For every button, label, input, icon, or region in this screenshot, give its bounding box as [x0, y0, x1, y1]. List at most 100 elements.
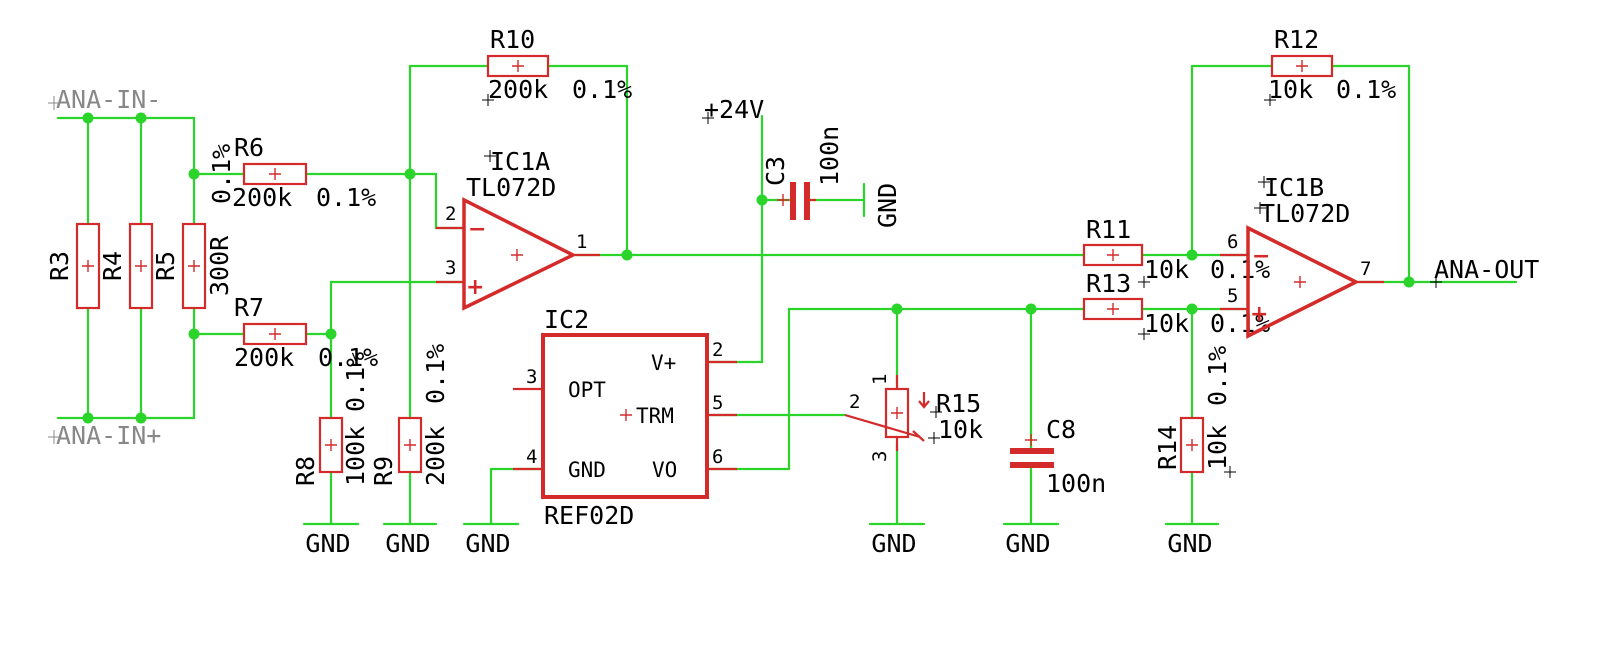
net-label-ana-in-plus: ANA-IN+ — [56, 421, 161, 450]
r5-name: R5 — [151, 251, 180, 281]
ic1a-value: TL072D — [466, 173, 556, 202]
r5-value: 300R — [205, 235, 234, 296]
gnd-label-c3: GND — [873, 183, 902, 228]
gnd-label-r14: GND — [1167, 529, 1212, 558]
ic2-pin-4: 4 — [526, 446, 537, 468]
r15-value: 10k — [938, 415, 983, 444]
supply-24v: +24V — [702, 95, 764, 124]
ground-ic2: GND — [462, 522, 520, 558]
net-label-ana-out: ANA-OUT — [1434, 255, 1539, 284]
r7-name: R7 — [234, 293, 264, 322]
ic2-gnd-label: GND — [568, 458, 606, 482]
ic1a-minus-symbol: − — [468, 217, 486, 242]
ic2-value: REF02D — [544, 501, 634, 530]
c3-name: C3 — [761, 156, 790, 186]
ic2-vplus-label: V+ — [651, 351, 676, 375]
capacitor-c8: C8 100n — [1010, 415, 1106, 498]
r7-tolerance: 0.1% — [318, 343, 378, 372]
ground-c8: GND — [1002, 522, 1060, 558]
ic1a-plus-symbol: + — [466, 275, 484, 300]
ic2-vo-label: VO — [652, 458, 677, 482]
r8-value: 100k — [341, 426, 370, 486]
ic1a-pin-2: 2 — [445, 203, 456, 225]
resistor-r3: R3 — [45, 222, 101, 310]
supply-label: +24V — [704, 95, 764, 124]
r8-name: R8 — [291, 456, 320, 486]
resistor-r14: R14 10k 0.1% — [1153, 346, 1236, 478]
gnd-label-r8: GND — [305, 529, 350, 558]
ic2-trm-label: TRM — [636, 404, 674, 428]
r14-name: R14 — [1153, 425, 1182, 470]
ic1b-value: TL072D — [1260, 199, 1350, 228]
r15-pin-3-label: 3 — [869, 451, 891, 462]
ic2-pin-5: 5 — [712, 392, 723, 414]
ic2-pin-6: 6 — [712, 446, 723, 468]
r15-pin-2-label: 2 — [849, 391, 860, 413]
r12-value: 10k — [1268, 75, 1313, 104]
ic1b-pin-6: 6 — [1227, 231, 1238, 253]
opamp-ic1b: − + 6 5 7 IC1B TL072D — [1220, 173, 1384, 339]
r13-tolerance: 0.1% — [1210, 309, 1270, 338]
ground-r8: GND — [302, 522, 360, 558]
r6-tolerance: 0.1% — [316, 183, 376, 212]
wires — [56, 64, 1518, 526]
r11-tolerance: 0.1% — [1210, 255, 1270, 284]
r13-value: 10k — [1144, 309, 1189, 338]
ic1b-plus-symbol: + — [1250, 302, 1268, 327]
net-labels: ANA-IN- ANA-IN+ ANA-OUT — [48, 85, 1539, 450]
ic2-pin-3: 3 — [526, 366, 537, 388]
c8-name: C8 — [1046, 415, 1076, 444]
resistor-r10: R10 200k 0.1% — [482, 25, 632, 106]
c3-value: 100n — [815, 126, 844, 186]
r6-value: 200k — [232, 183, 292, 212]
r7-value: 200k — [234, 343, 294, 372]
r10-name: R10 — [490, 25, 535, 54]
ic1a-name: IC1A — [490, 147, 550, 176]
resistor-r12: R12 10k 0.1% — [1264, 25, 1396, 106]
capacitor-c3: C3 100n — [761, 126, 844, 220]
r10-value: 200k — [488, 75, 548, 104]
r13-name: R13 — [1086, 269, 1131, 298]
net-label-ana-in-minus: ANA-IN- — [56, 85, 161, 114]
r6-name: R6 — [234, 133, 264, 162]
gnd-label-ic2: GND — [465, 529, 510, 558]
ic2-pin-2: 2 — [712, 339, 723, 361]
junctions — [82, 112, 1415, 424]
ic1b-name: IC1B — [1264, 173, 1324, 202]
r9-tolerance: 0.1% — [421, 344, 450, 404]
r12-name: R12 — [1274, 25, 1319, 54]
ic1b-pin-7: 7 — [1360, 258, 1371, 280]
ic1b-minus-symbol: − — [1252, 244, 1270, 269]
trimmer-r15: 1 2 3 R15 10k — [844, 374, 983, 462]
ic2-opt-label: OPT — [568, 378, 606, 402]
ic1b-pin-5: 5 — [1227, 285, 1238, 307]
gnd-label-r15: GND — [871, 529, 916, 558]
resistor-r5: R5 300R — [151, 222, 234, 310]
r9-value: 200k — [421, 426, 450, 486]
ic1a-pin-1: 1 — [576, 231, 587, 253]
ic1a-pin-3: 3 — [445, 257, 456, 279]
opamp-ic1a: − + 2 3 1 IC1A TL072D — [436, 147, 600, 311]
resistor-r8: R8 100k 0.1% — [291, 352, 370, 486]
resistor-r9: R9 200k 0.1% — [369, 344, 450, 486]
c8-value: 100n — [1046, 469, 1106, 498]
ground-r15: GND — [868, 522, 926, 558]
ground-r14: GND — [1164, 522, 1220, 558]
gnd-label-r9: GND — [385, 529, 430, 558]
r12-tolerance: 0.1% — [1336, 75, 1396, 104]
r11-name: R11 — [1086, 215, 1131, 244]
r4-name: R4 — [98, 251, 127, 281]
reference-ic2: IC2 REF02D V+ OPT TRM GND VO 2 3 5 4 6 — [513, 305, 737, 530]
r15-pin-1-label: 1 — [869, 374, 891, 385]
resistor-r4: R4 — [98, 222, 154, 310]
r3-name: R3 — [45, 251, 74, 281]
r11-value: 10k — [1144, 255, 1189, 284]
r14-tolerance: 0.1% — [1203, 346, 1232, 406]
r8-tolerance: 0.1% — [341, 352, 370, 412]
ic2-name: IC2 — [544, 305, 589, 334]
resistor-r13: R13 10k 0.1% — [1082, 269, 1270, 340]
r9-name: R9 — [369, 456, 398, 486]
resistor-r6: R6 0.1% 200k 0.1% — [207, 133, 376, 212]
r15-name: R15 — [936, 389, 981, 418]
